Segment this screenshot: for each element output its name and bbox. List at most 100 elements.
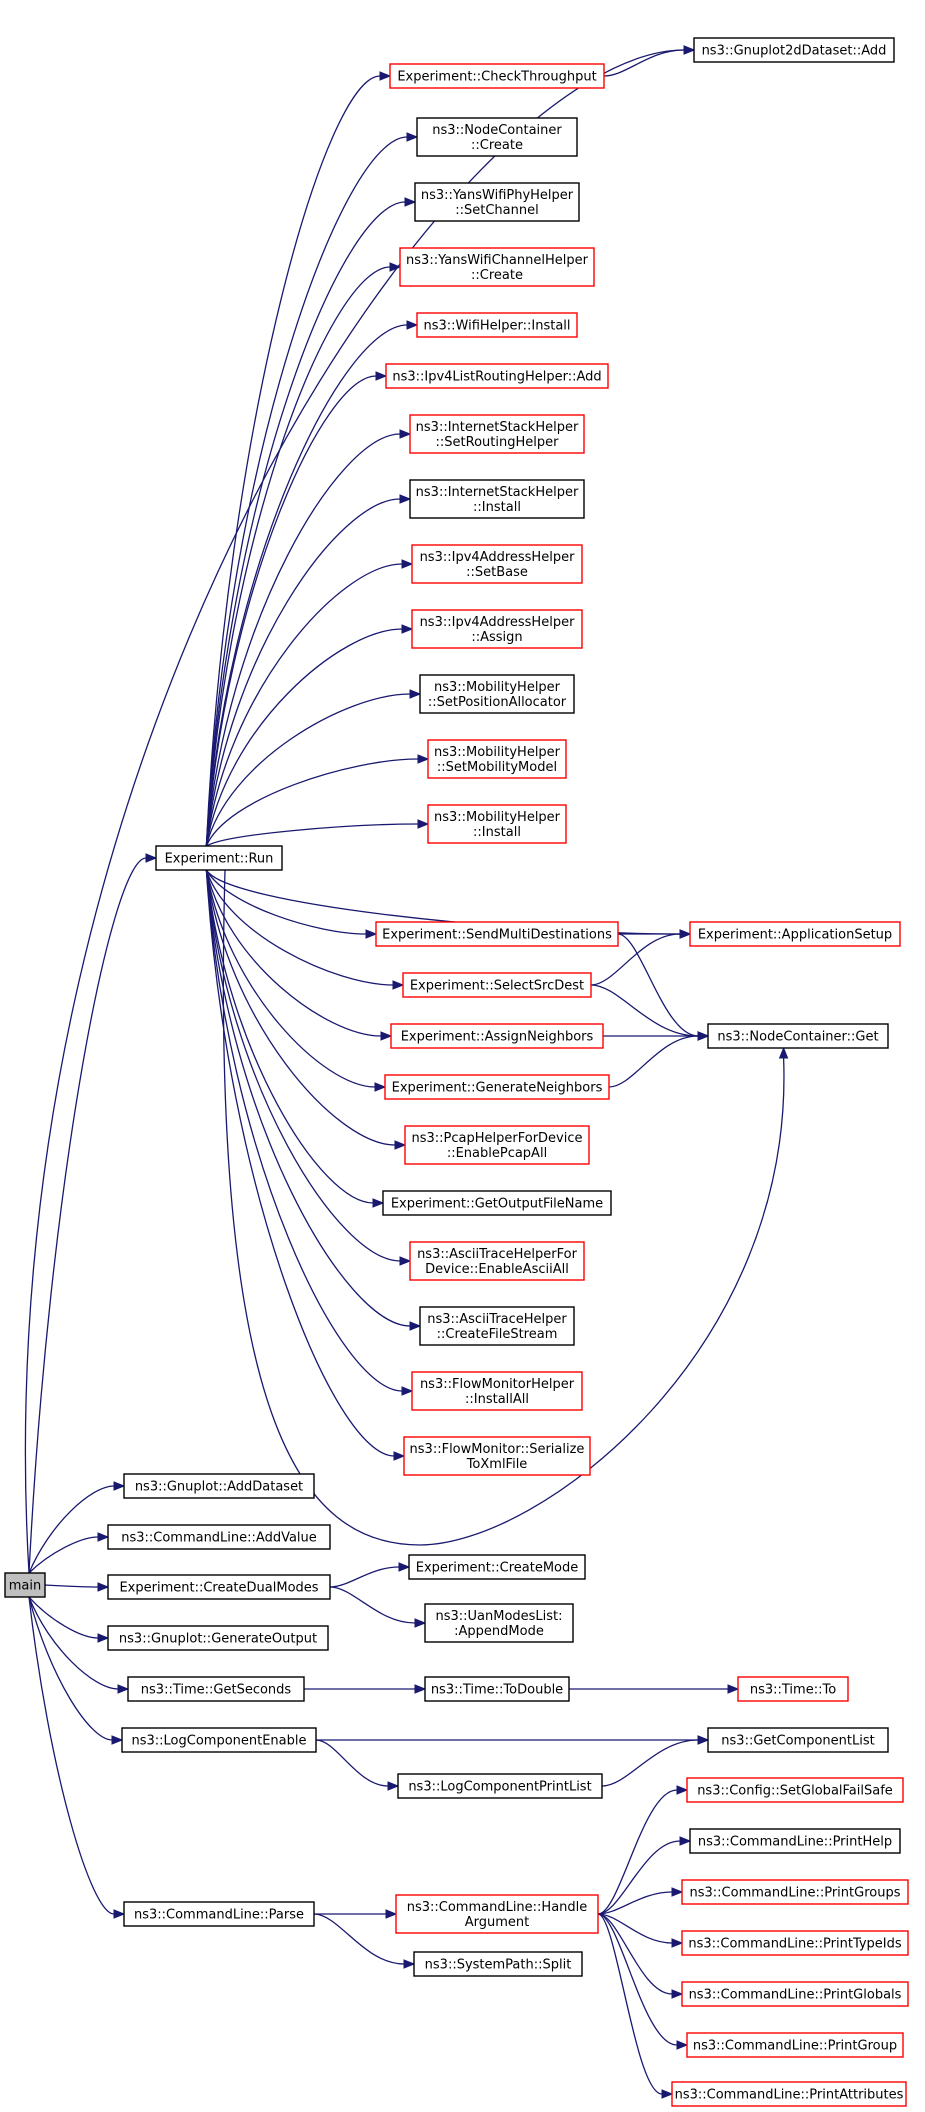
node-getSeconds[interactable]: ns3::Time::GetSeconds xyxy=(127,1676,305,1702)
node-asciiCreateFileStream[interactable]: ns3::AsciiTraceHelper::CreateFileStream xyxy=(419,1306,575,1346)
edge-line xyxy=(205,375,377,847)
edge-handleArgument-to-printAttributes xyxy=(597,1913,674,2099)
node-mobSetModel[interactable]: ns3::MobilityHelper::SetMobilityModel xyxy=(427,739,567,779)
node-appSetup[interactable]: Experiment::ApplicationSetup xyxy=(689,921,901,947)
edge-parse-to-handleArgument xyxy=(313,1909,398,1919)
node-timeTo[interactable]: ns3::Time::To xyxy=(737,1676,849,1702)
node-label: ns3::Time::ToDouble xyxy=(431,1683,563,1698)
node-nodeContainerCreate[interactable]: ns3::NodeContainer::Create xyxy=(416,117,578,157)
node-getOutputFileName[interactable]: Experiment::GetOutputFileName xyxy=(382,1190,612,1216)
edge-line xyxy=(44,1584,99,1588)
edge-line xyxy=(28,857,147,1574)
node-label: ns3::CommandLine::PrintGroup xyxy=(693,2039,897,2054)
node-ipv4SetBase[interactable]: ns3::Ipv4AddressHelper::SetBase xyxy=(411,544,583,584)
node-logComponentEnable[interactable]: ns3::LogComponentEnable xyxy=(121,1727,317,1753)
node-yansChannelCreate[interactable]: ns3::YansWifiChannelHelper::Create xyxy=(399,247,595,287)
node-inetSetRouting[interactable]: ns3::InternetStackHelper::SetRoutingHelp… xyxy=(409,414,585,454)
node-toDouble[interactable]: ns3::Time::ToDouble xyxy=(424,1676,570,1702)
node-box xyxy=(123,1901,315,1927)
node-createMode[interactable]: Experiment::CreateMode xyxy=(408,1554,586,1580)
node-sendMulti[interactable]: Experiment::SendMultiDestinations xyxy=(375,921,619,947)
edge-arrowhead xyxy=(401,624,414,634)
node-printGroups[interactable]: ns3::CommandLine::PrintGroups xyxy=(681,1879,909,1905)
edge-line xyxy=(597,1789,678,1915)
node-box xyxy=(385,363,609,389)
node-selectSrcDest[interactable]: Experiment::SelectSrcDest xyxy=(402,972,592,998)
node-box xyxy=(693,37,895,63)
edge-arrowhead xyxy=(697,1735,710,1745)
node-inetInstall[interactable]: ns3::InternetStackHelper::Install xyxy=(409,479,585,519)
node-printGroup[interactable]: ns3::CommandLine::PrintGroup xyxy=(686,2032,904,2058)
edge-line xyxy=(28,1596,113,1741)
node-generateOutput[interactable]: ns3::Gnuplot::GenerateOutput xyxy=(107,1625,329,1651)
edge-line xyxy=(205,266,391,847)
node-box xyxy=(419,1306,575,1346)
node-ipv4Assign[interactable]: ns3::Ipv4AddressHelper::Assign xyxy=(411,609,583,649)
node-box xyxy=(413,1951,583,1977)
edge-arrowhead xyxy=(778,1046,789,1059)
node-flowInstallAll[interactable]: ns3::FlowMonitorHelper::InstallAll xyxy=(411,1371,583,1411)
node-parse[interactable]: ns3::CommandLine::Parse xyxy=(123,1901,315,1927)
node-nodeContainerGet[interactable]: ns3::NodeContainer::Get xyxy=(707,1023,889,1049)
node-ipv4ListAdd[interactable]: ns3::Ipv4ListRoutingHelper::Add xyxy=(385,363,609,389)
node-setGlobalFailSafe[interactable]: ns3::Config::SetGlobalFailSafe xyxy=(686,1777,904,1803)
node-box xyxy=(397,1773,603,1799)
node-assignNeighbors[interactable]: Experiment::AssignNeighbors xyxy=(390,1023,604,1049)
node-label: ::SetPositionAllocator xyxy=(428,695,567,710)
node-box xyxy=(424,1676,570,1702)
node-getComponentList[interactable]: ns3::GetComponentList xyxy=(707,1727,889,1753)
node-main[interactable]: main xyxy=(4,1572,46,1598)
node-addDataset[interactable]: ns3::Gnuplot::AddDataset xyxy=(123,1473,315,1499)
edge-run-to-mobSetModel xyxy=(205,754,430,847)
edge-line xyxy=(597,1913,678,2046)
edge-arrowhead xyxy=(671,1938,684,1948)
node-label: ns3::WifiHelper::Install xyxy=(423,319,570,334)
node-asciiEnable[interactable]: ns3::AsciiTraceHelperForDevice::EnableAs… xyxy=(409,1241,585,1281)
node-printHelp[interactable]: ns3::CommandLine::PrintHelp xyxy=(689,1828,901,1854)
edge-line xyxy=(205,869,394,986)
node-label: ns3::InternetStackHelper xyxy=(416,485,579,500)
node-split[interactable]: ns3::SystemPath::Split xyxy=(413,1951,583,1977)
edge-line xyxy=(205,563,403,847)
node-label: :AppendMode xyxy=(454,1624,544,1639)
node-yansPhySetChannel[interactable]: ns3::YansWifiPhyHelper::SetChannel xyxy=(414,182,580,222)
node-wifiInstall[interactable]: ns3::WifiHelper::Install xyxy=(416,312,578,338)
node-box xyxy=(689,1828,901,1854)
node-box xyxy=(419,674,575,714)
node-checkThroughput[interactable]: Experiment::CheckThroughput xyxy=(389,63,605,89)
node-box xyxy=(390,1023,604,1049)
edge-line xyxy=(28,1536,99,1574)
node-pcapEnable[interactable]: ns3::PcapHelperForDevice::EnablePcapAll xyxy=(404,1125,590,1165)
node-logComponentPrintList[interactable]: ns3::LogComponentPrintList xyxy=(397,1773,603,1799)
node-createDualModes[interactable]: Experiment::CreateDualModes xyxy=(107,1574,331,1600)
node-mobSetPos[interactable]: ns3::MobilityHelper::SetPositionAllocato… xyxy=(419,674,575,714)
edge-line xyxy=(590,933,681,986)
node-mobInstall[interactable]: ns3::MobilityHelper::Install xyxy=(427,804,567,844)
edge-run-to-assignNeighbors xyxy=(205,869,393,1041)
node-gnuplot2dAdd[interactable]: ns3::Gnuplot2dDataset::Add xyxy=(693,37,895,63)
edge-line xyxy=(597,1840,681,1915)
node-label: ns3::MobilityHelper xyxy=(434,680,561,695)
node-label: ns3::CommandLine::Parse xyxy=(134,1908,304,1923)
node-printTypeIds[interactable]: ns3::CommandLine::PrintTypeIds xyxy=(681,1930,909,1956)
edge-run-to-yansPhySetChannel xyxy=(205,197,417,847)
node-run[interactable]: Experiment::Run xyxy=(155,845,283,871)
node-box xyxy=(411,544,583,584)
node-appendMode[interactable]: ns3::UanModesList::AppendMode xyxy=(424,1603,574,1643)
node-label: Experiment::SendMultiDestinations xyxy=(382,928,612,943)
node-label: Argument xyxy=(465,1915,530,1930)
node-label: ns3::CommandLine::Handle xyxy=(407,1900,588,1915)
node-printAttributes[interactable]: ns3::CommandLine::PrintAttributes xyxy=(671,2081,907,2107)
node-label: ns3::Ipv4ListRoutingHelper::Add xyxy=(392,370,601,385)
node-addValue[interactable]: ns3::CommandLine::AddValue xyxy=(107,1524,331,1550)
edge-line xyxy=(206,823,419,847)
node-box xyxy=(681,1930,909,1956)
node-printGlobals[interactable]: ns3::CommandLine::PrintGlobals xyxy=(681,1981,909,2007)
edge-run-to-asciiCreateFileStream xyxy=(205,869,422,1331)
node-generateNeighbors[interactable]: Experiment::GenerateNeighbors xyxy=(384,1074,610,1100)
node-box xyxy=(411,609,583,649)
edge-line xyxy=(597,1891,673,1915)
